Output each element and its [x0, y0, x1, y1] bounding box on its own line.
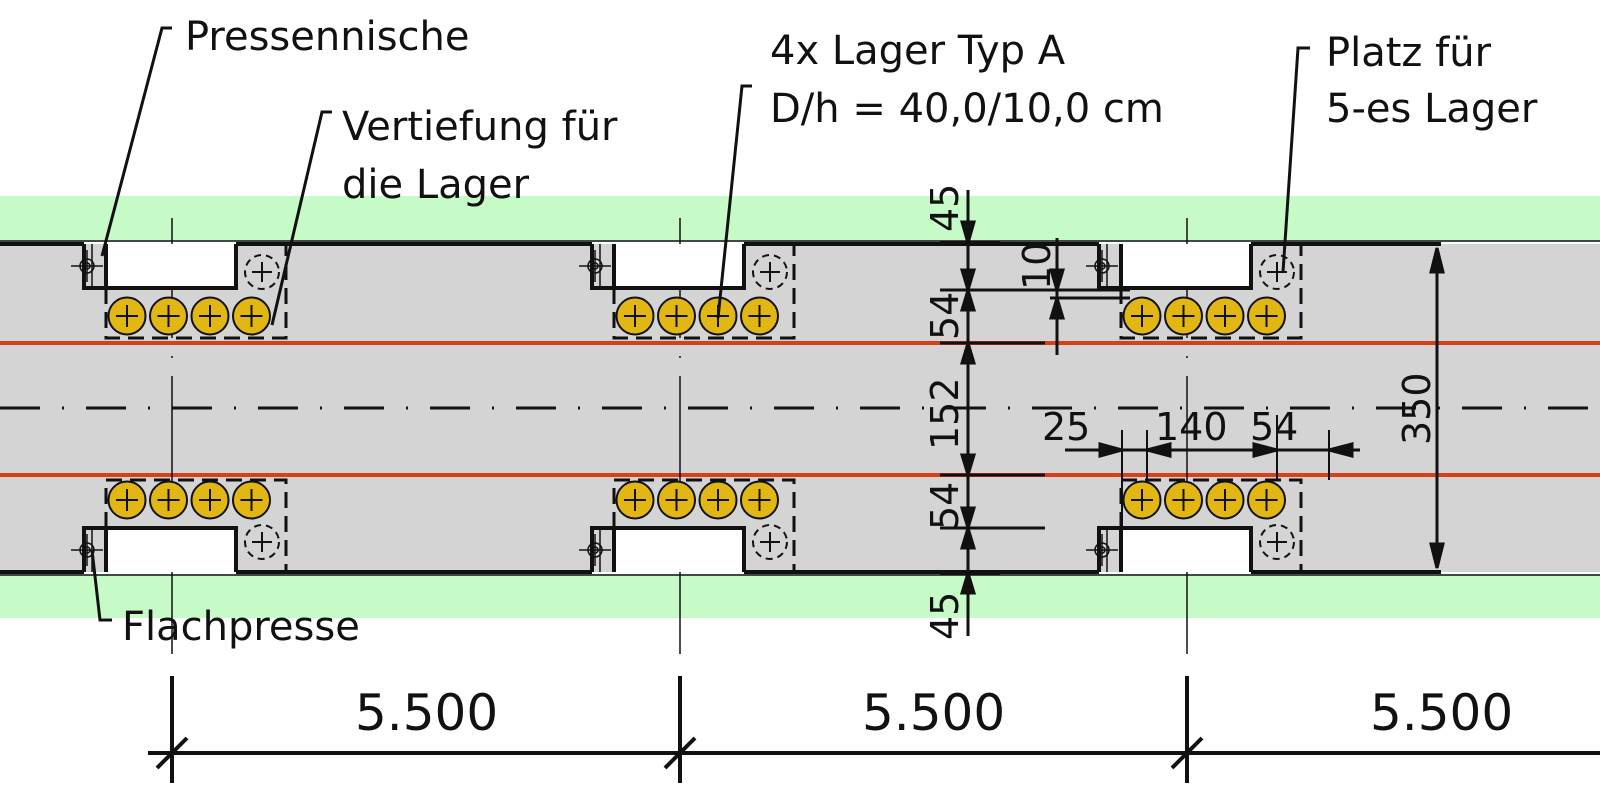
dim-bottom-bearing-zone: 54: [923, 482, 967, 530]
label-press-niche: Pressennische: [185, 14, 470, 60]
dim-top-bearing-zone: 54: [923, 292, 967, 340]
span-dimension-line: [148, 676, 1600, 783]
label-flat-jack: Flachpresse: [122, 604, 360, 650]
total-width-dimension: [1429, 247, 1445, 569]
edge-zone-bottom: [0, 574, 1600, 618]
label-bearing-type-2: D/h = 40,0/10,0 cm: [770, 86, 1164, 132]
horizontal-dimension-chain: [1065, 415, 1360, 530]
bearing-group-1: [0, 218, 426, 655]
label-bearing-type-1: 4x Lager Typ A: [770, 28, 1066, 74]
label-recess-2: die Lager: [342, 162, 530, 208]
span-3: 5.500: [1370, 684, 1513, 742]
edge-zone-top: [0, 196, 1600, 242]
dim-top-edge: 45: [923, 184, 967, 232]
dim-total-width: 350: [1395, 372, 1439, 445]
label-spare-1: Platz für: [1326, 30, 1492, 76]
leader-flat-jack: [90, 549, 112, 622]
vertical-dimension-chain: [940, 190, 1130, 636]
leader-press-niche: [100, 26, 172, 257]
label-recess-1: Vertiefung für: [342, 104, 618, 150]
leader-recess: [270, 110, 332, 326]
dim-recess-depth: 10: [1015, 242, 1059, 290]
span-2: 5.500: [862, 684, 1005, 742]
dim-bearing-group: 140: [1155, 405, 1228, 449]
dim-center: 152: [923, 377, 967, 450]
bearing-group-2: [426, 218, 934, 655]
dim-gap: 25: [1042, 405, 1090, 449]
dim-spare: 54: [1250, 405, 1298, 449]
label-spare-2: 5-es Lager: [1326, 86, 1538, 132]
span-1: 5.500: [355, 684, 498, 742]
leader-bearing-type: [716, 84, 752, 319]
bearing-group-3: [933, 218, 1441, 655]
dim-bottom-edge: 45: [923, 592, 967, 640]
leader-spare: [1281, 46, 1310, 273]
